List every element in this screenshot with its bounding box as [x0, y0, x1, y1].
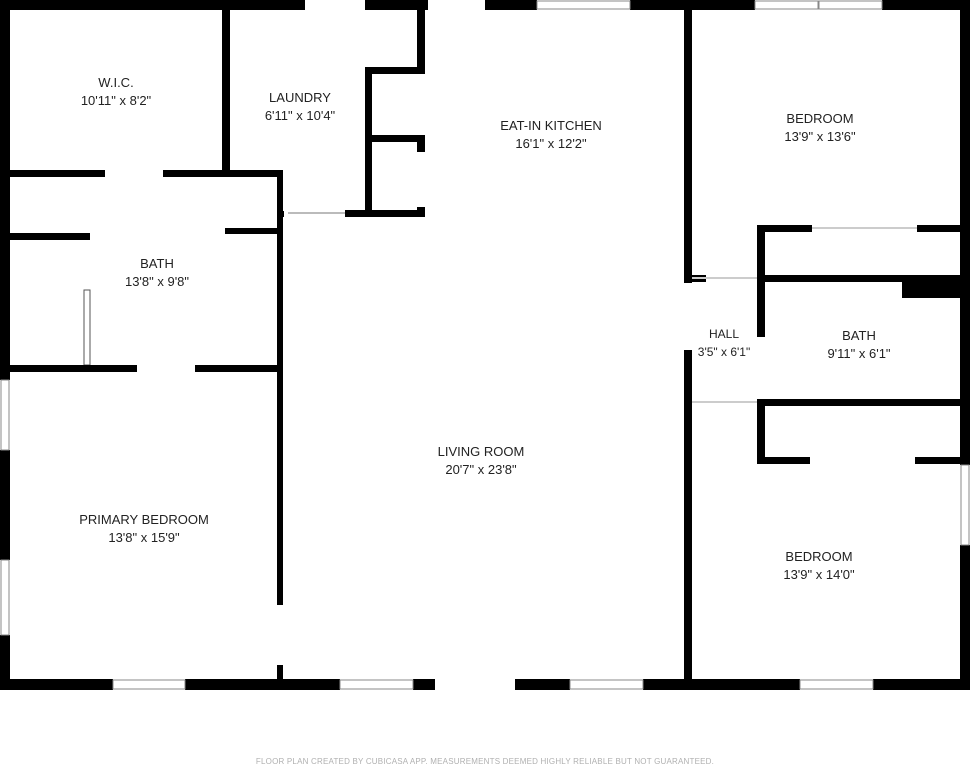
room-name: HALL: [708, 327, 740, 341]
room-size: 13'8" x 9'8": [124, 274, 190, 289]
room-label-wic: W.I.C. 10'11" x 8'2": [81, 74, 151, 110]
room-size: 10'11" x 8'2": [80, 93, 152, 108]
room-name: BEDROOM: [786, 111, 854, 126]
room-size: 13'8" x 15'9": [108, 530, 180, 545]
room-size: 6'11" x 10'4": [264, 108, 336, 123]
room-size: 13'9" x 14'0": [783, 567, 855, 582]
room-size: 3'5" x 6'1": [697, 345, 751, 359]
room-name: BATH: [842, 328, 876, 343]
room-name: LAUNDRY: [269, 90, 331, 105]
room-size: 13'9" x 13'6": [784, 129, 856, 144]
room-label-hall: HALL 3'5" x 6'1": [698, 325, 750, 361]
windows: [0, 0, 970, 690]
room-size: 9'11" x 6'1": [827, 346, 891, 361]
room-name: BATH: [140, 256, 174, 271]
room-size: 20'7" x 23'8": [445, 462, 517, 477]
room-name: BEDROOM: [785, 549, 853, 564]
room-label-kitchen: EAT-IN KITCHEN 16'1" x 12'2": [500, 117, 602, 153]
interior-walls: [0, 0, 965, 685]
room-label-bath-2: BATH 9'11" x 6'1": [827, 327, 890, 363]
room-label-bedroom-1: BEDROOM 13'9" x 13'6": [784, 110, 855, 146]
exterior-walls: [0, 0, 970, 690]
room-size: 16'1" x 12'2": [515, 136, 587, 151]
room-name: W.I.C.: [98, 75, 134, 90]
room-label-laundry: LAUNDRY 6'11" x 10'4": [265, 89, 335, 125]
room-label-primary-bedroom: PRIMARY BEDROOM 13'8" x 15'9": [79, 511, 209, 547]
room-label-bedroom-2: BEDROOM 13'9" x 14'0": [783, 548, 854, 584]
room-name: EAT-IN KITCHEN: [500, 118, 602, 133]
disclaimer-footer: FLOOR PLAN CREATED BY CUBICASA APP. MEAS…: [255, 757, 715, 766]
room-label-living-room: LIVING ROOM 20'7" x 23'8": [438, 443, 525, 479]
room-label-bath-1: BATH 13'8" x 9'8": [125, 255, 189, 291]
room-name: LIVING ROOM: [437, 444, 525, 459]
room-name: PRIMARY BEDROOM: [79, 512, 209, 527]
